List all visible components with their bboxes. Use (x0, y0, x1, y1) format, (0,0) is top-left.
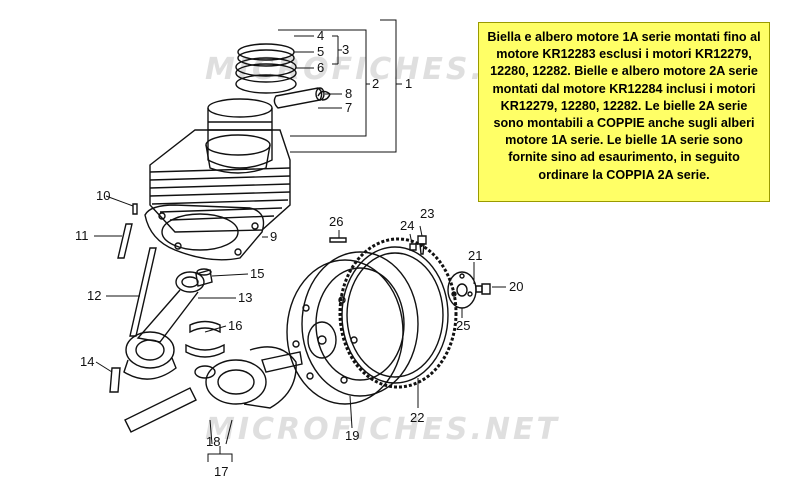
callout-10: 10 (96, 188, 110, 203)
callout-12: 12 (87, 288, 101, 303)
callout-labels: 4 5 3 6 2 1 8 7 10 11 9 26 23 24 15 12 1… (75, 28, 523, 479)
callout-14: 14 (80, 354, 94, 369)
callout-17: 17 (214, 464, 228, 479)
callout-26: 26 (329, 214, 343, 229)
callout-8: 8 (345, 86, 352, 101)
crankshaft (124, 346, 303, 433)
bearing-shells (185, 320, 225, 358)
callout-19: 19 (345, 428, 359, 443)
ring-gear-screws (409, 235, 427, 255)
rod-bolt (109, 367, 121, 393)
callout-16: 16 (228, 318, 242, 333)
ring-gear (338, 237, 458, 389)
cylinder (149, 129, 291, 233)
callout-11: 11 (75, 228, 89, 243)
wrist-pin (273, 87, 325, 109)
callout-15: 15 (250, 266, 264, 281)
callout-7: 7 (345, 100, 352, 115)
callout-13: 13 (238, 290, 252, 305)
callout-3: 3 (342, 42, 349, 57)
callout-20: 20 (509, 279, 523, 294)
connecting-rod (123, 271, 205, 380)
bushing (195, 268, 213, 287)
callout-21: 21 (468, 248, 482, 263)
callout-22: 22 (410, 410, 424, 425)
callout-9: 9 (270, 229, 277, 244)
base-gasket (144, 204, 265, 261)
callout-5: 5 (317, 44, 324, 59)
callout-1: 1 (405, 76, 412, 91)
callout-4: 4 (317, 28, 324, 43)
dowel-pin (329, 237, 347, 243)
plate-screw (475, 283, 491, 295)
callout-2: 2 (372, 76, 379, 91)
info-note: Biella e albero motore 1A serie montati … (478, 22, 770, 202)
callout-25: 25 (456, 318, 470, 333)
callout-6: 6 (317, 60, 324, 75)
leader-lines (94, 19, 506, 462)
piston (207, 98, 273, 169)
callout-23: 23 (420, 206, 434, 221)
stud-bolts (117, 203, 157, 337)
callout-24: 24 (400, 218, 414, 233)
callout-18: 18 (206, 434, 220, 449)
piston-rings (235, 43, 297, 94)
